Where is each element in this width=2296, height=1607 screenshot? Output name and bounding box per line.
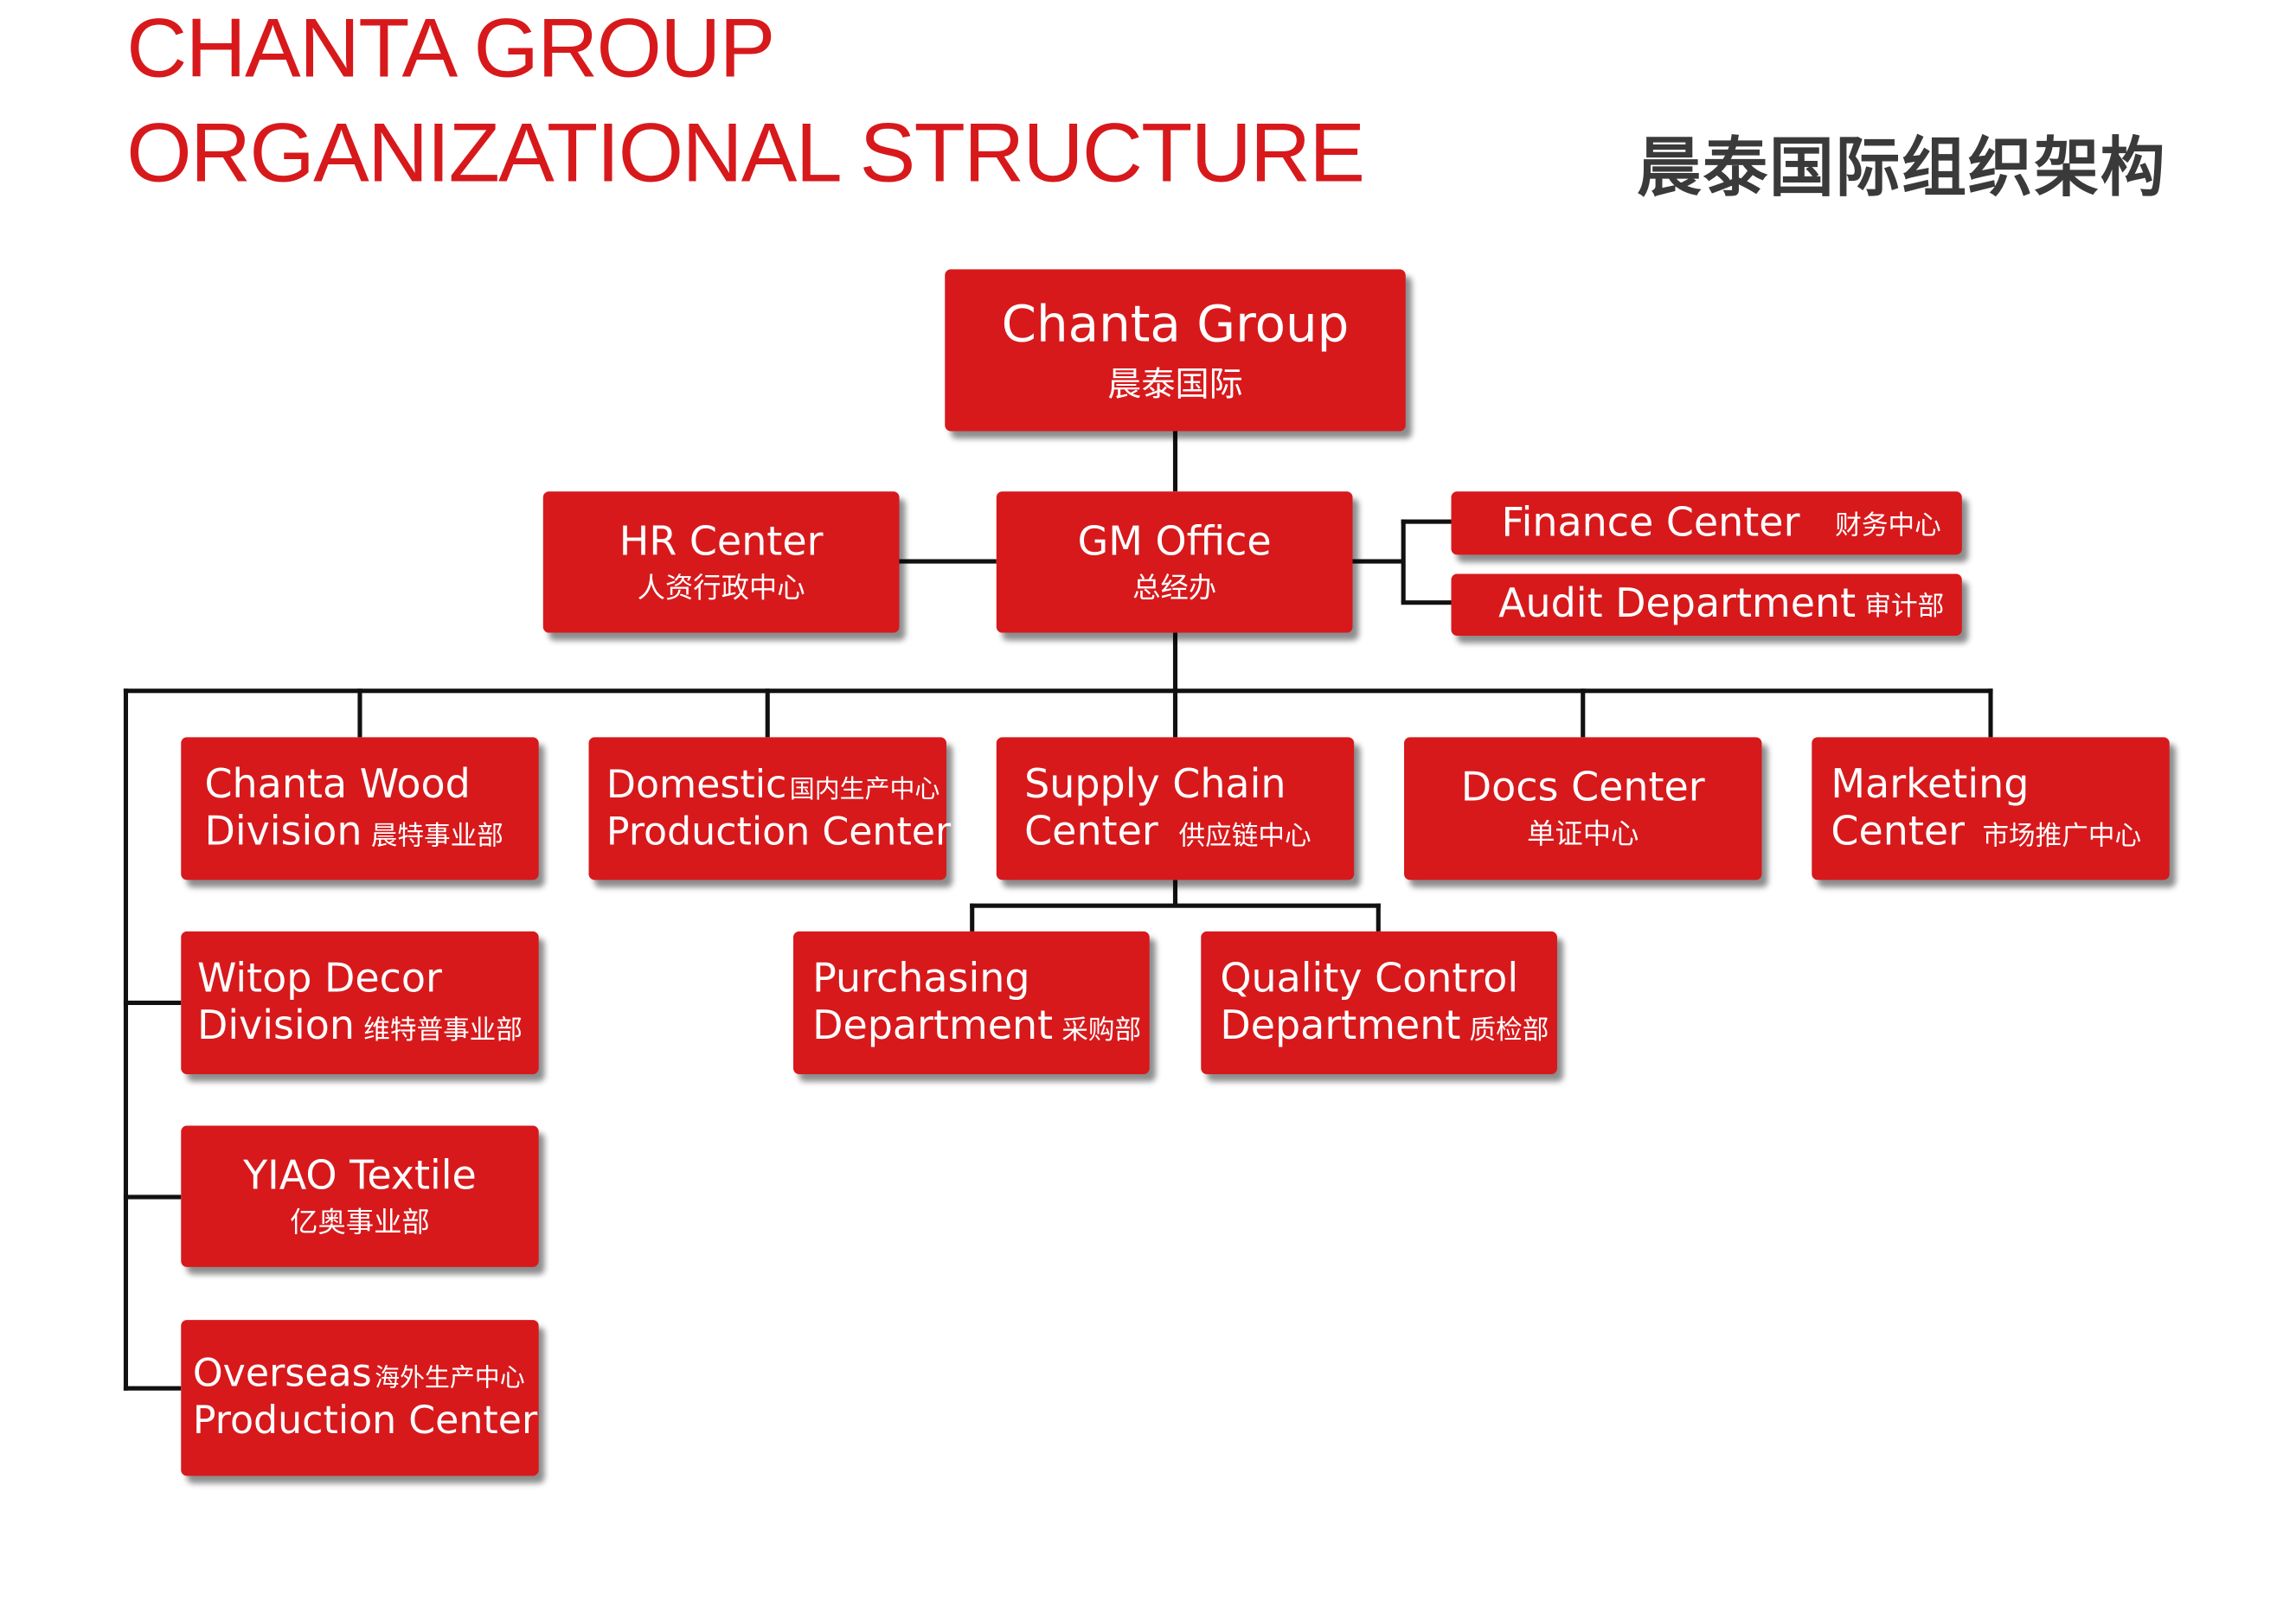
node-label: Witop Decor <box>196 955 442 1002</box>
connector <box>1172 688 1178 738</box>
node-label: Chanta Group <box>1001 295 1350 355</box>
title-line-1: CHANTA GROUP <box>126 1 775 96</box>
node-label: Production Center <box>606 810 952 855</box>
node-label: HR Center <box>619 518 824 565</box>
node-marketing-center: Marketing Center 市场推广中心 <box>1812 737 2170 880</box>
node-label: Center <box>1024 808 1158 855</box>
node-label: Docs Center <box>1460 765 1705 811</box>
node-supply-chain-center: Supply Chain Center 供应链中心 <box>996 737 1355 880</box>
node-label: Production Center <box>192 1399 538 1444</box>
node-label: Purchasing <box>812 955 1030 1002</box>
connector <box>1376 903 1381 932</box>
node-label-cn: 财务中心 <box>1835 509 1941 541</box>
node-yiao-textile: YIAO Textile 亿奥事业部 <box>181 1125 539 1267</box>
connector <box>1988 688 1993 738</box>
title-line-2: ORGANIZATIONAL STRUCTURE <box>126 106 1365 201</box>
node-gm-office: GM Office 总经办 <box>996 491 1353 633</box>
connector <box>970 903 975 932</box>
node-label: Marketing <box>1831 761 2030 808</box>
node-label: Chanta Wood <box>204 761 471 808</box>
node-label-cn: 总经办 <box>1132 571 1217 605</box>
node-label: Division <box>196 1002 355 1049</box>
node-label: Domestic <box>606 763 787 808</box>
node-label: YIAO Textile <box>243 1152 477 1199</box>
connector <box>123 688 1993 694</box>
node-witop-decor-division: Witop Decor Division 维特普事业部 <box>181 931 539 1074</box>
node-hr-center: HR Center 人资行政中心 <box>542 491 900 633</box>
node-label: Quality Control <box>1220 955 1519 1002</box>
connector <box>123 1386 182 1391</box>
connector <box>1581 688 1586 738</box>
node-label: Finance Center <box>1501 499 1800 546</box>
node-label-cn: 晨特事业部 <box>370 820 503 852</box>
connector <box>123 1000 182 1005</box>
connector <box>357 688 362 738</box>
connector <box>1401 519 1452 524</box>
connector <box>1172 880 1178 906</box>
connector <box>123 688 129 1391</box>
connector <box>1401 519 1406 604</box>
node-label: GM Office <box>1077 518 1272 565</box>
connector <box>970 903 1381 908</box>
node-quality-control-department: Quality Control Department 质检部 <box>1201 931 1557 1074</box>
node-label-cn: 审计部 <box>1864 591 1945 623</box>
node-label: Division <box>204 808 362 855</box>
node-label: Audit Department <box>1498 581 1857 627</box>
connector <box>1352 559 1405 564</box>
node-label-cn: 晨泰国际 <box>1107 366 1243 405</box>
node-label-cn: 人资行政中心 <box>637 571 805 605</box>
node-label: Center <box>1831 808 1966 855</box>
node-label-cn: 市场推广中心 <box>1982 820 2142 852</box>
node-audit-department: Audit Department 审计部 <box>1451 573 1962 636</box>
connector <box>1401 600 1452 605</box>
node-chanta-group: Chanta Group 晨泰国际 <box>945 269 1406 432</box>
node-label-cn: 亿奥事业部 <box>290 1206 430 1239</box>
node-label: Supply Chain <box>1024 761 1286 808</box>
node-label: Department <box>812 1002 1054 1049</box>
node-label-cn: 采购部 <box>1061 1015 1142 1046</box>
node-label-cn: 国内生产中心 <box>789 774 940 804</box>
node-label-cn: 单证中心 <box>1527 817 1639 851</box>
node-label-cn: 质检部 <box>1469 1015 1549 1046</box>
node-label: Department <box>1220 1002 1461 1049</box>
connector <box>899 559 997 564</box>
connector <box>123 1194 182 1200</box>
node-finance-center: Finance Center 财务中心 <box>1451 491 1962 555</box>
node-docs-center: Docs Center 单证中心 <box>1404 737 1762 880</box>
node-label-cn: 维特普事业部 <box>363 1015 523 1046</box>
node-label-cn: 供应链中心 <box>1178 820 1312 852</box>
connector <box>1172 632 1178 692</box>
title-chinese: 晨泰国际组织架构 <box>1636 131 2167 207</box>
connector <box>1172 431 1178 492</box>
node-label: Overseas <box>192 1352 372 1397</box>
node-label-cn: 海外生产中心 <box>375 1364 525 1394</box>
connector <box>765 688 770 738</box>
